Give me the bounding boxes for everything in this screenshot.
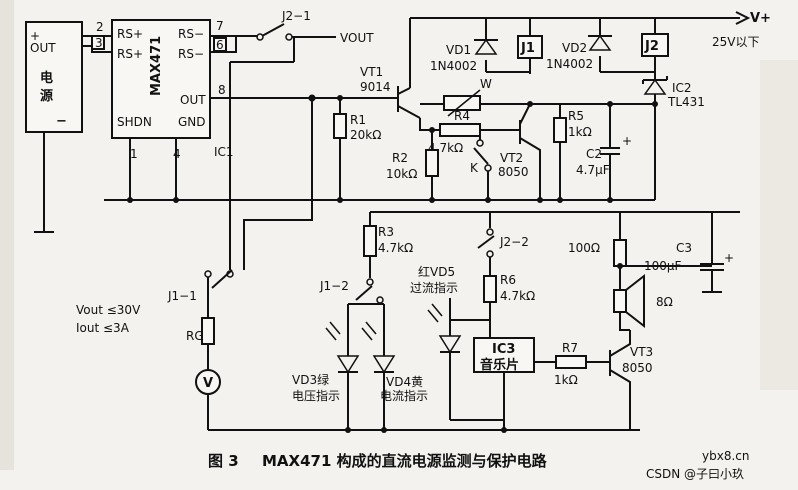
ic1-rs-plus-2: RS+ (117, 47, 143, 61)
watermark-site: ybx8.cn (702, 449, 749, 463)
pin-8-label: 8 (218, 83, 226, 97)
pin-6-label: 6 (216, 38, 224, 52)
vd1-part: 1N4002 (430, 59, 477, 73)
k-label: K (470, 161, 479, 175)
pin-2-label: 2 (96, 20, 104, 34)
r5-value: 1kΩ (568, 125, 592, 139)
r100-label: 100Ω (568, 241, 600, 255)
vt3-part: 8050 (622, 361, 653, 375)
vout-limit: Vout ≤30V (76, 303, 141, 317)
vd2-part: 1N4002 (546, 57, 593, 71)
ic1-gnd-label: GND (178, 115, 206, 129)
v25-label: 25V以下 (712, 35, 759, 49)
ic1-out-label: OUT (180, 93, 206, 107)
ic1-rs-minus-1: RS− (178, 27, 204, 41)
vt1-part: 9014 (360, 80, 391, 94)
vt2-label: VT2 (500, 151, 523, 165)
pin-7-label: 7 (216, 19, 224, 33)
rg-label: RG (186, 329, 204, 343)
ic3-label: IC3 (492, 342, 515, 357)
vd3-desc: 电压指示 (292, 388, 340, 403)
ic3-name: 音乐片 (480, 357, 519, 373)
ic2-part: TL431 (667, 95, 705, 109)
pin-1-label: 1 (130, 147, 138, 161)
ic1-rs-minus-2: RS− (178, 47, 204, 61)
vout-label: VOUT (340, 31, 374, 45)
r3-value: 4.7kΩ (378, 241, 413, 255)
supply-name-1: 电 (40, 70, 53, 86)
j1-label: J1 (520, 41, 535, 56)
pin-3-label: 3 (95, 36, 103, 50)
vd5-desc: 过流指示 (410, 280, 458, 295)
vt3-label: VT3 (630, 345, 653, 359)
supply-out-label: OUT (30, 41, 56, 55)
figure-title: MAX471 构成的直流电源监测与保护电路 (262, 452, 548, 470)
vd4-label: VD4黄 (386, 375, 423, 389)
r1-value: 20kΩ (350, 128, 381, 142)
watermark-author: CSDN @子曰小玖 (646, 467, 744, 481)
vd4-desc: 电流指示 (380, 388, 428, 403)
r4-label: R4 (454, 109, 470, 123)
j12-label: J1−2 (319, 279, 349, 293)
ic1-ref: IC1 (214, 145, 234, 159)
c2-label: C2 (586, 147, 602, 161)
speaker-value: 8Ω (656, 295, 673, 309)
power-supply: + OUT 电 源 − (25, 21, 83, 133)
j2-label: J2 (644, 39, 659, 54)
ic1-shdn-label: SHDN (117, 115, 152, 129)
meter-label: V (203, 376, 213, 391)
vt2-part: 8050 (498, 165, 529, 179)
c3-plus: + (724, 251, 734, 265)
j22-label: J2−2 (499, 235, 529, 249)
r2-value: 10kΩ (386, 167, 417, 181)
supply-minus-label: − (56, 114, 67, 129)
ic1-name: MAX471 (149, 36, 164, 96)
figure-number: 图 3 (208, 452, 239, 470)
background-bleed (0, 0, 798, 470)
r7-label: R7 (562, 341, 578, 355)
r7-value: 1kΩ (554, 373, 578, 387)
r2-label: R2 (392, 151, 408, 165)
r1-label: R1 (350, 113, 366, 127)
vd2-label: VD2 (562, 41, 587, 55)
j21-label: J2−1 (281, 9, 311, 23)
vt1-label: VT1 (360, 65, 383, 79)
supply-name-2: 源 (40, 88, 53, 104)
supply-plus-label: + (30, 29, 40, 43)
c2-plus: + (622, 134, 632, 148)
ic2-label: IC2 (672, 81, 692, 95)
vd1-label: VD1 (446, 43, 471, 57)
r5-label: R5 (568, 109, 584, 123)
c3-label: C3 (676, 241, 692, 255)
vplus-label: V+ (750, 11, 771, 26)
r3-label: R3 (378, 225, 394, 239)
ic1-rs-plus-1: RS+ (117, 27, 143, 41)
c2-value: 4.7μF (576, 163, 610, 177)
r6-label: R6 (500, 273, 516, 287)
r6-value: 4.7kΩ (500, 289, 535, 303)
ic1-max471: RS+ RS+ RS− RS− OUT SHDN GND MAX471 IC1 (111, 19, 234, 159)
j11-label: J1−1 (167, 289, 197, 303)
w-label: W (480, 77, 492, 91)
vd5-label: 红VD5 (418, 264, 455, 279)
iout-limit: Iout ≤3A (76, 321, 130, 335)
vd3-label: VD3绿 (292, 372, 329, 387)
